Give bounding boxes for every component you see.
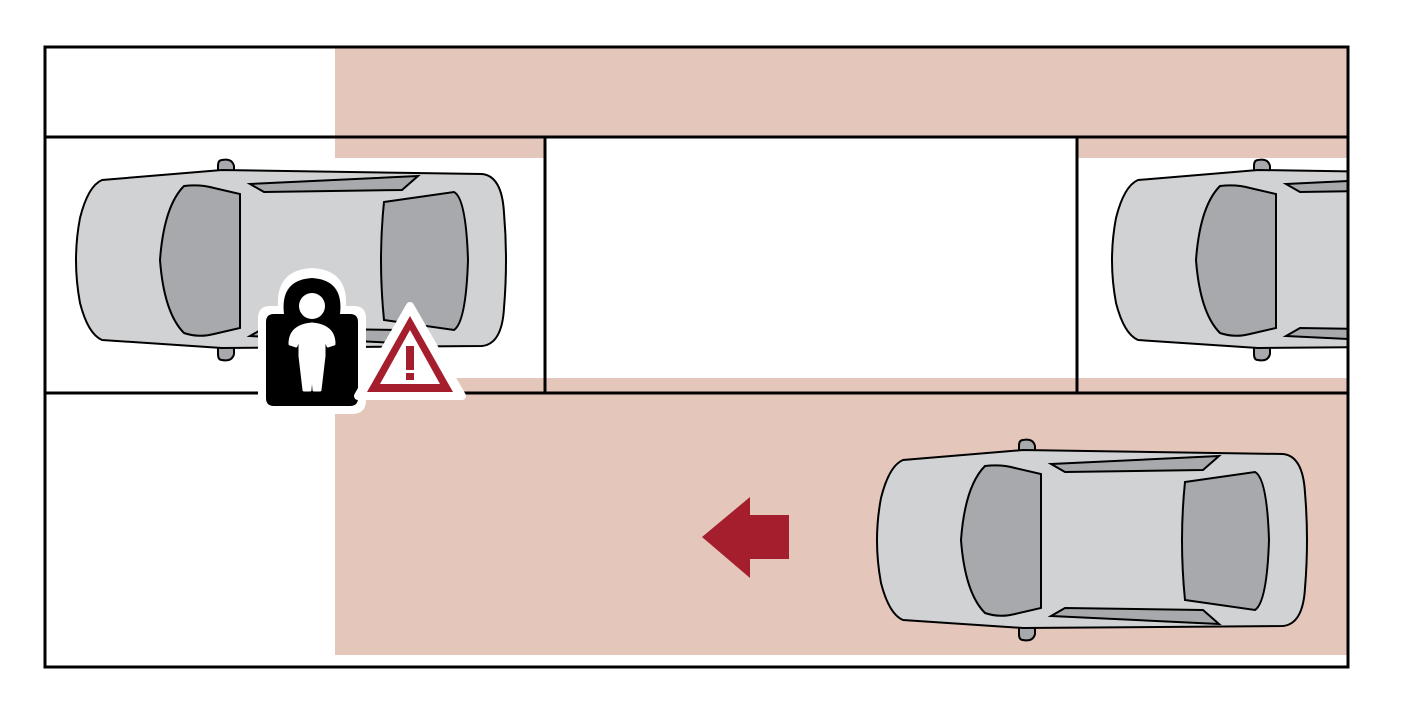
warning-triangle-icon (354, 302, 466, 400)
moving-car-icon (876, 438, 1308, 642)
parked-car-right-icon (1111, 158, 1348, 362)
diagram-frame (43, 45, 1350, 669)
child-icon (258, 268, 366, 414)
parking-spot-empty (546, 137, 1077, 378)
danger-zone-bottom-strip (440, 378, 1348, 394)
arrow-left-icon (702, 497, 789, 578)
